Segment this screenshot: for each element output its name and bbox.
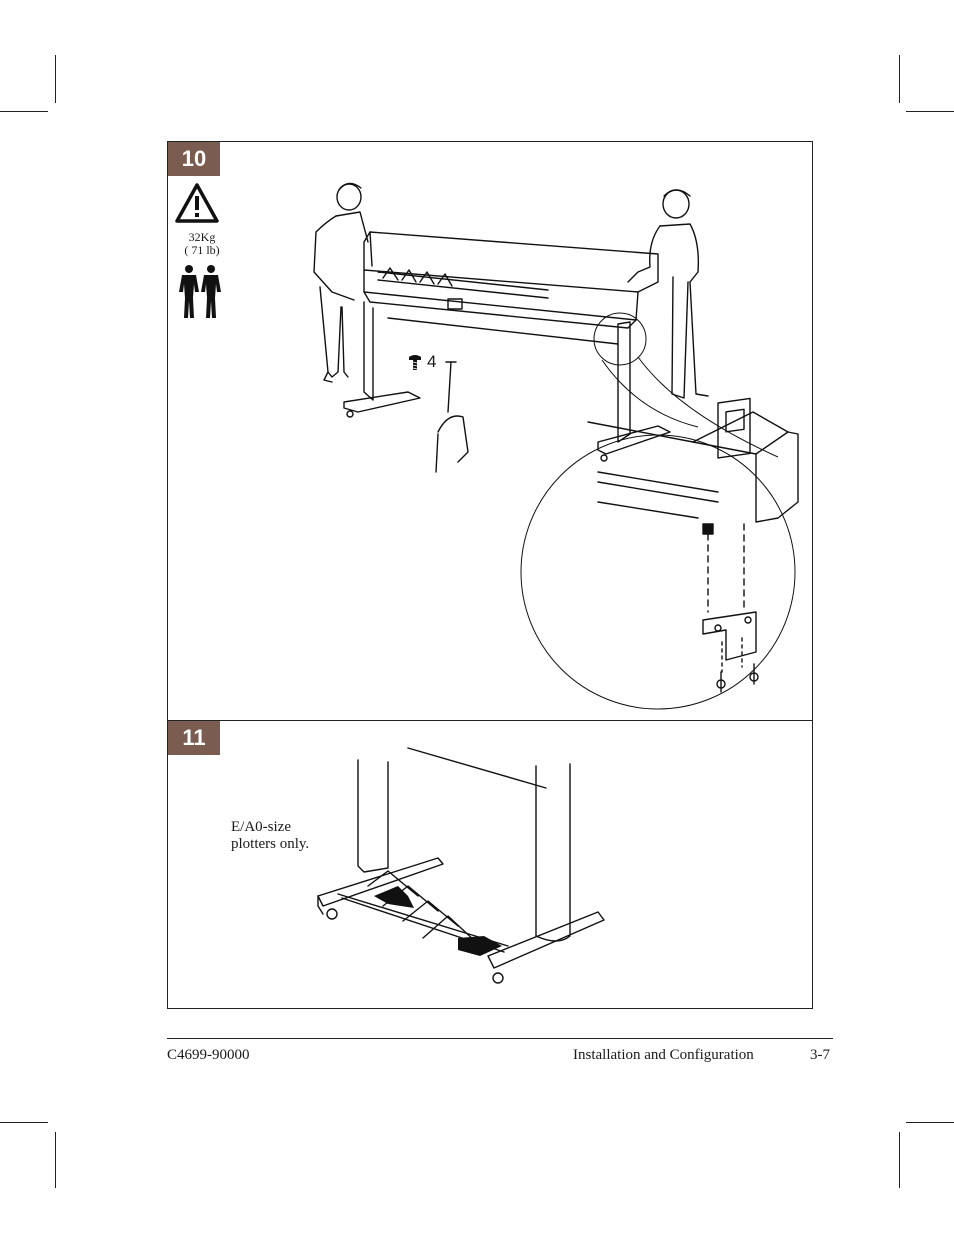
plotter-stand-drawing [343,301,671,473]
crop-mark-top-left-horizontal [0,111,48,112]
person-left-figure [313,182,369,383]
stand-basket-illustration [317,747,605,984]
weight-lb-label: ( 71 lb) [184,243,220,257]
crop-mark-top-left-vertical [55,55,56,103]
plotter-mounting-illustration [313,182,799,710]
crop-mark-top-right-horizontal [906,111,954,112]
detail-mounting-bracket [702,523,759,693]
detail-plotter-corner [587,397,799,535]
note-line-2: plotters only. [231,836,310,852]
arrow-left-icon [374,886,414,908]
crop-mark-bottom-left-horizontal [0,1122,48,1123]
person-right-figure [627,189,709,399]
crop-mark-top-right-vertical [899,55,900,103]
arrow-right-icon [458,936,502,956]
crop-mark-bottom-right-horizontal [906,1122,954,1123]
plotter-body-drawing [363,231,659,329]
step-10-panel: 10 32Kg ( 71 lb) 4 [167,141,813,721]
step-number-badge: 10 [168,142,220,176]
footer-page-number: 3-7 [810,1047,830,1063]
crop-mark-bottom-right-vertical [899,1132,900,1188]
crop-mark-bottom-left-vertical [55,1132,56,1188]
step-number-badge: 11 [168,721,220,755]
footer-doc-number: C4699-90000 [167,1047,250,1063]
two-person-lift-icon [179,265,221,318]
footer-rule [167,1038,833,1039]
note-line-1: E/A0-size [231,819,291,835]
warning-triangle-icon [175,183,219,223]
weight-kg-label: 32Kg [188,230,216,244]
screw-icon [409,355,421,370]
detail-callout-circle [593,312,647,366]
footer-section-title: Installation and Configuration [573,1047,754,1063]
step-11-panel: 11 E/A0-size plotters only. [167,720,813,1009]
screw-count-label: 4 [427,352,437,371]
